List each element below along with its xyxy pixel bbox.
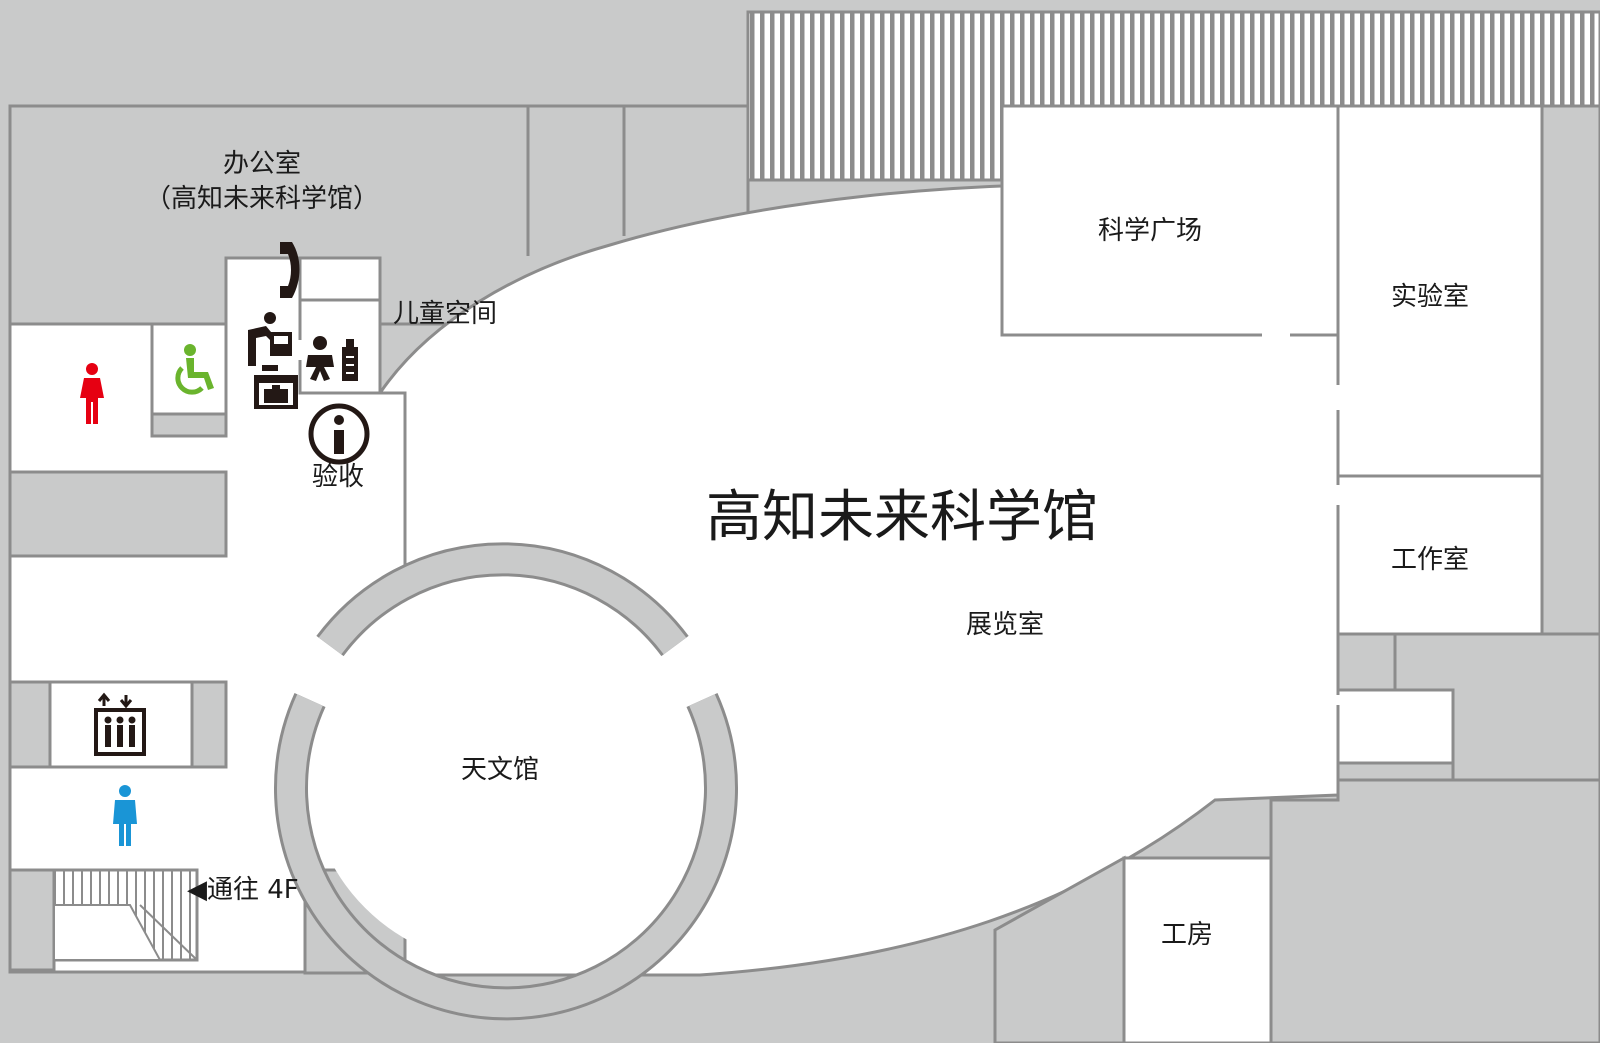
baby-care-icon <box>306 336 358 381</box>
kids-space-label: 儿童空间 <box>393 299 497 329</box>
reception-label: 验收 <box>312 462 364 492</box>
exhibition-label: 展览室 <box>966 610 1044 640</box>
right-lower-blocks <box>993 104 1600 1043</box>
men-restroom-icon <box>113 785 137 846</box>
map-title: 高知未来科学馆 <box>706 485 1098 550</box>
lab-label: 实验室 <box>1391 282 1469 312</box>
service-rooms <box>298 256 382 395</box>
terrace-hatch-left <box>746 10 1005 182</box>
elevator-icon <box>94 692 146 756</box>
science-plaza-label: 科学广场 <box>1098 216 1202 246</box>
office-sub-label: （高知未来科学馆） <box>145 184 379 214</box>
studio-label: 工作室 <box>1391 545 1469 575</box>
floor-areas <box>8 104 1544 1043</box>
stairs <box>52 868 199 962</box>
door-gaps <box>297 332 1341 705</box>
office-label: 办公室 <box>223 149 301 179</box>
nursing-room-icon <box>248 312 292 366</box>
workshop-label: 工房 <box>1161 920 1213 950</box>
women-restroom-icon <box>80 363 104 424</box>
information-icon <box>308 403 370 465</box>
wheelchair-restroom-icon <box>175 344 214 395</box>
locker-icon <box>254 365 298 409</box>
stairs-to-label: ◀通往 4F <box>187 875 299 905</box>
planetarium-label: 天文馆 <box>461 755 539 785</box>
telephone-icon <box>280 242 300 298</box>
planetarium <box>274 542 738 1021</box>
